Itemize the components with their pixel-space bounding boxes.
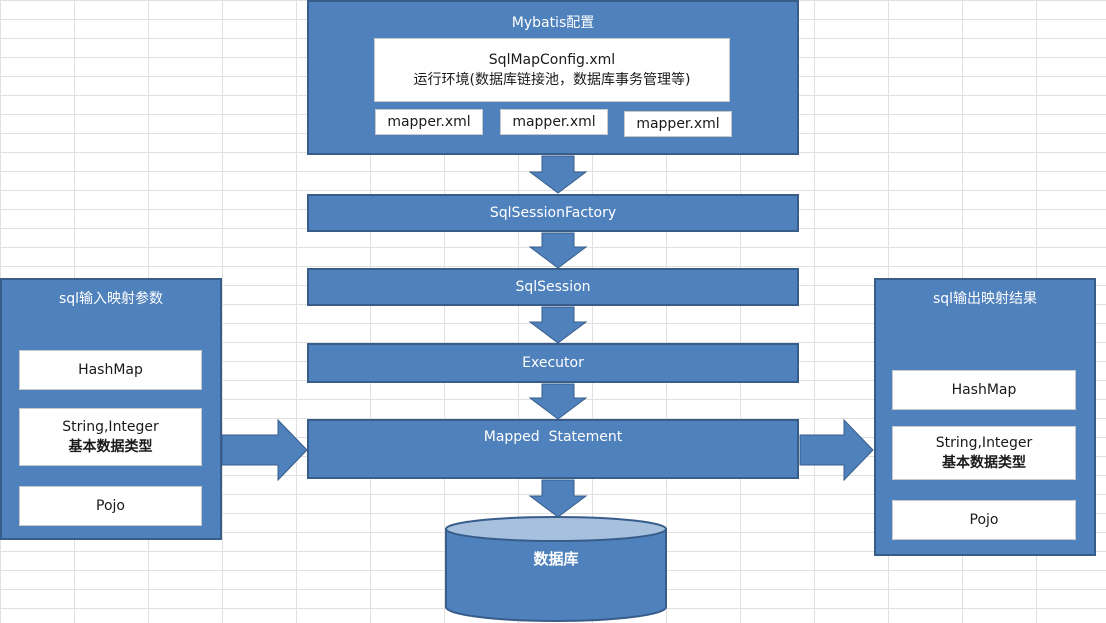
- mapper-xml-2: mapper.xml: [500, 109, 608, 135]
- executor-bar: Executor: [307, 343, 799, 383]
- output-primitive-line1: String,Integer: [935, 435, 1033, 451]
- input-mapping-title: sql输入映射参数: [58, 291, 164, 307]
- mapper-xml-1: mapper.xml: [375, 109, 483, 135]
- sqlmapconfig-description: 运行环境(数据库链接池，数据库事务管理等): [413, 72, 691, 88]
- arrow-statement-to-database: [528, 479, 588, 518]
- arrow-executor-to-statement: [528, 383, 588, 420]
- output-hashmap: HashMap: [892, 370, 1076, 410]
- database-cylinder: [445, 516, 667, 622]
- database-label: 数据库: [533, 550, 579, 568]
- output-mapping-title: sql输出映射结果: [932, 291, 1038, 307]
- output-primitive-line2: 基本数据类型: [942, 455, 1026, 471]
- input-hashmap: HashMap: [19, 350, 202, 390]
- sqlmapconfig-filename: SqlMapConfig.xml: [488, 52, 616, 68]
- sqlsessionfactory-bar: SqlSessionFactory: [307, 194, 799, 232]
- output-pojo: Pojo: [892, 500, 1076, 540]
- arrow-input-to-statement: [221, 418, 308, 482]
- output-primitive-types: String,Integer 基本数据类型: [892, 426, 1076, 480]
- mapped-statement-box: Mapped Statement: [307, 419, 799, 479]
- sqlsession-bar: SqlSession: [307, 268, 799, 306]
- arrow-session-to-executor: [528, 306, 588, 344]
- mapper-xml-3: mapper.xml: [624, 111, 732, 137]
- arrow-config-to-factory: [528, 155, 588, 194]
- input-primitive-types: String,Integer 基本数据类型: [19, 408, 202, 466]
- arrow-statement-to-output: [799, 418, 874, 482]
- input-pojo: Pojo: [19, 486, 202, 526]
- mapped-statement-label: Mapped Statement: [483, 429, 623, 445]
- sqlmapconfig-box: SqlMapConfig.xml 运行环境(数据库链接池，数据库事务管理等): [374, 38, 730, 102]
- arrow-factory-to-session: [528, 232, 588, 269]
- input-primitive-line2: 基本数据类型: [68, 439, 153, 455]
- input-primitive-line1: String,Integer: [62, 419, 159, 435]
- mybatis-config-title: Mybatis配置: [511, 15, 595, 31]
